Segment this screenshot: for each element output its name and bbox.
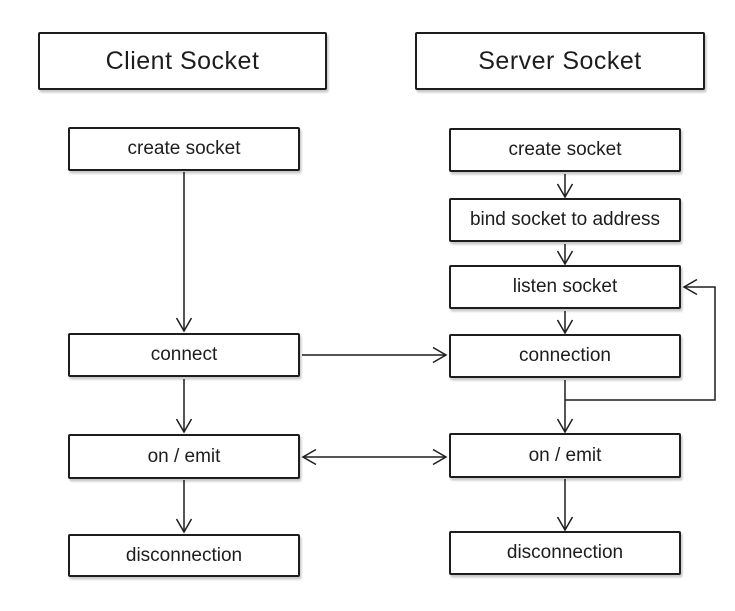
node-server-listen-socket: listen socket [449,265,681,309]
node-client-create-socket: create socket [68,127,300,171]
node-server-disconnection: disconnection [449,531,681,575]
node-server-create-socket: create socket [449,128,681,172]
node-client-on-emit: on / emit [68,434,300,479]
node-server-connection: connection [449,334,681,378]
node-client-connect: connect [68,333,300,377]
node-server-on-emit: on / emit [449,433,681,478]
client-socket-title: Client Socket [38,32,327,90]
node-client-disconnection: disconnection [68,534,300,577]
server-socket-title: Server Socket [415,32,705,90]
node-server-bind-socket: bind socket to address [449,198,681,242]
arrow-connection-loopback-to-listen [565,278,716,401]
